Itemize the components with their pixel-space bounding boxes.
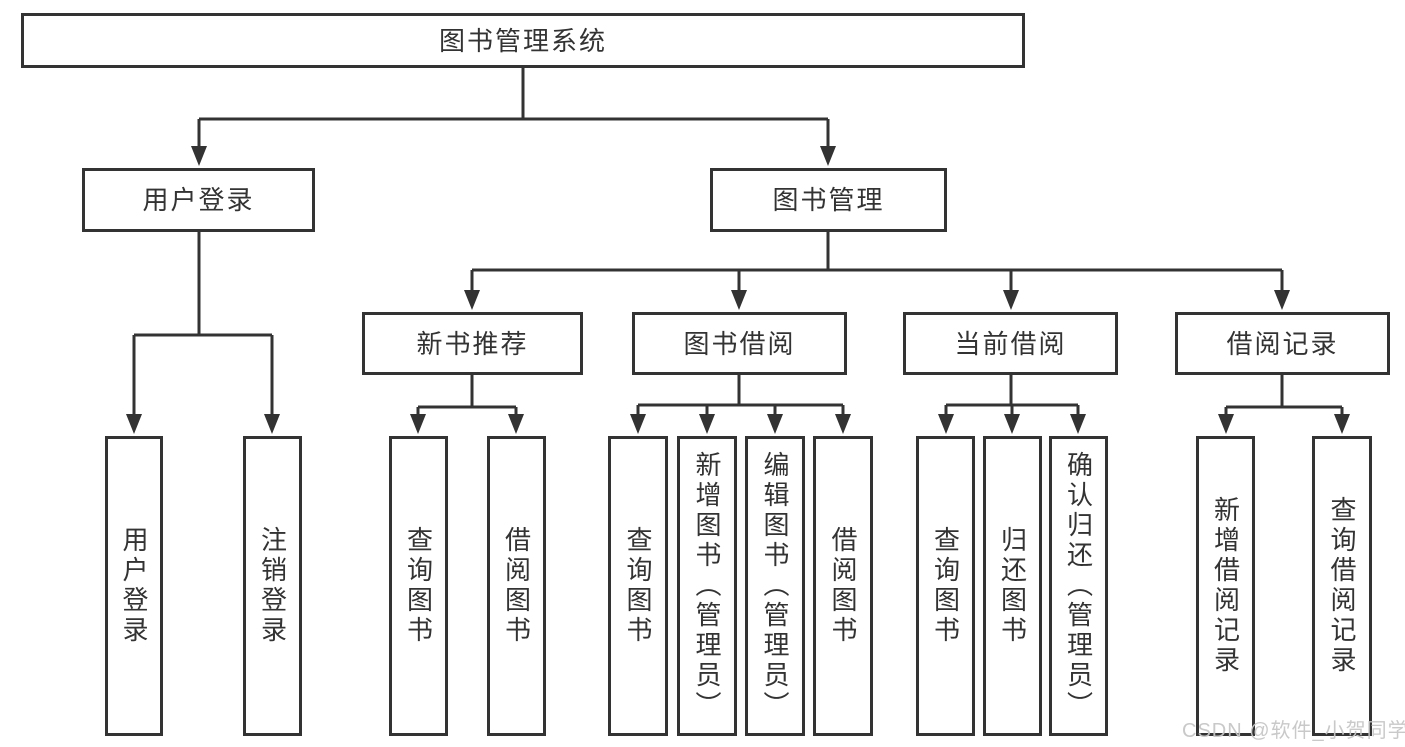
arrow-down-icon — [1218, 414, 1234, 434]
leaf-query-books-recommend: 查询图书 — [389, 436, 448, 736]
node-label: 当前借阅 — [954, 328, 1067, 359]
leaf-label: 编辑图书（管理员） — [760, 451, 790, 721]
arrow-down-icon — [508, 414, 524, 434]
node-label: 借阅记录 — [1226, 328, 1339, 359]
node-current-borrow: 当前借阅 — [903, 312, 1118, 375]
arrow-down-icon — [1070, 414, 1086, 434]
leaf-label: 用户登录 — [119, 526, 149, 646]
leaf-user-login: 用户登录 — [105, 436, 163, 736]
csdn-watermark: CSDN @软件_小贺同学 — [1182, 720, 1405, 742]
arrow-down-icon — [820, 146, 836, 166]
arrow-down-icon — [630, 414, 646, 434]
node-label: 新书推荐 — [416, 328, 529, 359]
leaf-label: 查询图书 — [623, 526, 653, 646]
leaf-borrow-books: 借阅图书 — [813, 436, 873, 736]
leaf-label: 新增图书（管理员） — [692, 451, 722, 721]
node-book-management: 图书管理 — [710, 168, 947, 232]
leaf-query-books-borrow: 查询图书 — [608, 436, 668, 736]
arrow-down-icon — [767, 414, 783, 434]
leaf-return-books: 归还图书 — [983, 436, 1042, 736]
arrow-down-icon — [938, 414, 954, 434]
arrow-down-icon — [464, 290, 480, 310]
node-label: 图书借阅 — [683, 328, 796, 359]
arrow-down-icon — [1004, 414, 1020, 434]
leaf-label: 确认归还（管理员） — [1063, 451, 1094, 721]
arrow-down-icon — [126, 414, 142, 434]
arrow-down-icon — [699, 414, 715, 434]
leaf-edit-books-admin: 编辑图书（管理员） — [745, 436, 805, 736]
leaf-label: 新增借阅记录 — [1210, 496, 1241, 676]
leaf-label: 查询借阅记录 — [1327, 496, 1357, 676]
arrow-down-icon — [1003, 290, 1019, 310]
node-new-book-recommend: 新书推荐 — [362, 312, 583, 375]
leaf-label: 查询图书 — [403, 526, 434, 646]
node-label: 图书管理 — [772, 185, 885, 215]
leaf-borrow-books-recommend: 借阅图书 — [487, 436, 546, 736]
leaf-label: 借阅图书 — [501, 526, 532, 646]
node-label: 用户登录 — [142, 185, 255, 215]
node-user-login: 用户登录 — [82, 168, 315, 232]
leaf-label: 借阅图书 — [828, 526, 858, 646]
leaf-add-books-admin: 新增图书（管理员） — [677, 436, 737, 736]
leaf-add-borrow-record: 新增借阅记录 — [1196, 436, 1255, 736]
arrow-down-icon — [410, 414, 426, 434]
node-book-borrow: 图书借阅 — [632, 312, 847, 375]
leaf-label: 注销登录 — [257, 526, 288, 646]
leaf-label: 归还图书 — [997, 526, 1028, 646]
node-label: 图书管理系统 — [438, 25, 607, 56]
arrow-down-icon — [191, 146, 207, 166]
arrow-down-icon — [731, 290, 747, 310]
arrow-down-icon — [1334, 414, 1350, 434]
arrow-down-icon — [835, 414, 851, 434]
leaf-query-borrow-record: 查询借阅记录 — [1312, 436, 1372, 736]
arrow-down-icon — [1274, 290, 1290, 310]
leaf-query-books-current: 查询图书 — [916, 436, 975, 736]
node-root-library-system: 图书管理系统 — [21, 13, 1025, 68]
node-borrow-records: 借阅记录 — [1175, 312, 1390, 375]
arrow-down-icon — [264, 414, 280, 434]
leaf-label: 查询图书 — [930, 526, 961, 646]
leaf-confirm-return-admin: 确认归还（管理员） — [1049, 436, 1108, 736]
leaf-logout: 注销登录 — [243, 436, 302, 736]
